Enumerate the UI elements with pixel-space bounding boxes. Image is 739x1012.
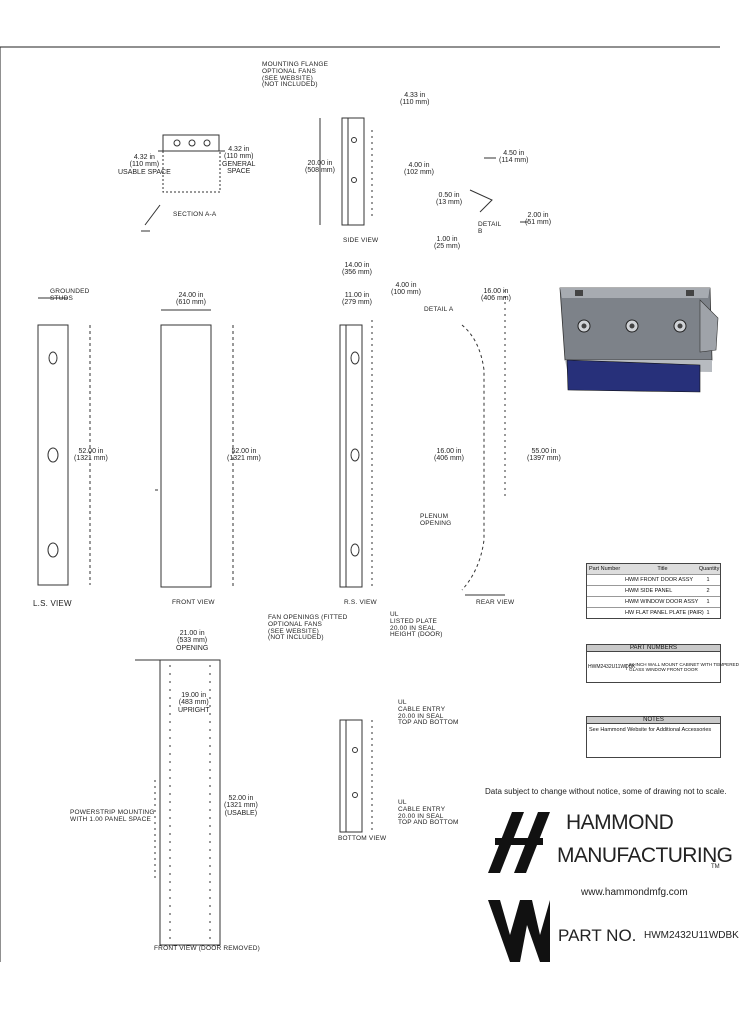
detail-a-label: DETAIL A — [424, 306, 454, 313]
powerstrip-mounting-label: POWERSTRIP MOUNTING WITH 1.00 PANEL SPAC… — [70, 809, 155, 823]
usable-height-dim: 52.00 in (1321 mm) (USABLE) — [224, 795, 258, 817]
technical-drawing-sheet — [0, 46, 720, 962]
dim-top-c: 4.00 in (102 mm) — [404, 162, 434, 177]
dim-top-e: 4.50 in (114 mm) — [499, 150, 529, 165]
rear-right-dim: 55.00 in (1397 mm) — [527, 448, 561, 463]
rear-top-dim: 16.00 in (406 mm) — [481, 288, 511, 303]
front-view-drawing — [155, 309, 234, 588]
front-view-door-removed-label: FRONT VIEW (DOOR REMOVED) — [154, 945, 260, 952]
front-width-dim: 24.00 in (610 mm) — [176, 292, 206, 307]
section-a-a-drawing — [141, 134, 225, 232]
dim-section-b: 4.32 in (110 mm) GENERAL SPACE — [222, 146, 256, 176]
parts-row-title: HW FLAT PANEL PLATE (PAIR) — [625, 610, 704, 616]
parts-row-quantity: 1 — [706, 610, 710, 616]
table-row: HWM FRONT DOOR ASSY 1 — [587, 575, 720, 586]
section-a-a-label: SECTION A-A — [173, 211, 217, 218]
side-view-drawing — [319, 117, 373, 226]
notes-table: NOTES See Hammond Website for Additional… — [586, 716, 721, 758]
table-row: HWM WINDOW DOOR ASSY 1 — [587, 597, 720, 608]
parts-row-title: HWM FRONT DOOR ASSY — [625, 577, 694, 583]
part-numbers-table: PART NUMBERS HWM2432U11WDBK 24 INCH WALL… — [586, 644, 739, 683]
parts-row-title: HWM WINDOW DOOR ASSY — [625, 599, 699, 605]
dim-top-d: 0.50 in (13 mm) — [436, 192, 463, 207]
fan-openings-label: FAN OPENINGS (FITTED OPTIONAL FANS (SEE … — [268, 614, 348, 642]
ls-view-label: L.S. VIEW — [33, 599, 72, 608]
parts-table: Part Number Title Quantity HWM FRONT DOO… — [586, 563, 721, 619]
table-row: HW FLAT PANEL PLATE (PAIR) 1 — [587, 608, 720, 618]
ls-view-drawing — [37, 297, 91, 586]
notes-text: See Hammond Website for Additional Acces… — [589, 727, 712, 733]
parts-header-quantity: Quantity — [698, 566, 720, 572]
rear-view-drawing — [461, 290, 506, 596]
dim-top-g: 1.00 in (25 mm) — [434, 236, 461, 251]
opening-width-dim: 21.00 in (533 mm) OPENING — [176, 630, 209, 652]
part-no-prefix: PART NO. — [558, 926, 637, 945]
parts-row-title: HWM SIDE PANEL — [625, 588, 673, 594]
mounting-flange-label: MOUNTING FLANGE OPTIONAL FANS (SEE WEBSI… — [262, 61, 329, 89]
disclaimer-text: Data subject to change without notice, s… — [485, 787, 727, 796]
dim-top-a: 4.33 in (110 mm) — [400, 92, 430, 107]
dim-section-a: 4.32 in (110 mm) USABLE SPACE — [118, 154, 171, 176]
part-no-value: HWM2432U11WDBK — [644, 930, 739, 941]
part-numbers-title: PART NUMBERS — [587, 645, 720, 652]
front-view-door-removed-drawing — [135, 659, 221, 946]
part-numbers-description: 24 INCH WALL MOUNT CABINET WITH TEMPERED… — [629, 661, 739, 673]
bottom-view-drawing — [339, 719, 373, 833]
parts-header-title: Title — [657, 566, 668, 572]
ul-plate-label: UL LISTED PLATE 20.00 IN SEAL HEIGHT (DO… — [390, 611, 443, 639]
brand-manufacturing: MANUFACTURING — [557, 844, 733, 867]
cabinet-render — [559, 287, 719, 393]
side-view-label: SIDE VIEW — [343, 237, 379, 244]
rs-top-dim-1: 14.00 in (356 mm) — [342, 262, 372, 277]
rear-mid-dim: 16.00 in (406 mm) — [434, 448, 464, 463]
front-view-label: FRONT VIEW — [172, 599, 215, 606]
bottom-view-note-a: UL CABLE ENTRY 20.00 IN SEAL TOP AND BOT… — [398, 699, 459, 727]
bottom-view-label: BOTTOM VIEW — [338, 835, 387, 842]
rs-top-dim-2: 4.00 in (100 mm) — [391, 282, 421, 297]
detail-b-label: DETAIL B — [478, 221, 502, 235]
grounded-studs-label: GROUNDED STUDS — [50, 288, 90, 302]
brand-trademark: TM — [711, 864, 720, 870]
parts-row-quantity: 2 — [706, 588, 710, 594]
dim-top-b: 20.00 in (508 mm) — [305, 160, 335, 175]
front-height-dim: 52.00 in (1321 mm) — [227, 448, 261, 463]
detail-b-drawing — [469, 157, 528, 223]
bottom-view-note-b: UL CABLE ENTRY 20.00 IN SEAL TOP AND BOT… — [398, 799, 459, 827]
parts-row-quantity: 1 — [706, 599, 710, 605]
brand-website: www.hammondmfg.com — [581, 887, 688, 898]
brand-hammond: HAMMOND — [566, 811, 674, 834]
table-row: HWM SIDE PANEL 2 — [587, 586, 720, 597]
notes-title: NOTES — [587, 717, 720, 724]
plenum-opening-label: PLENUM OPENING — [420, 513, 452, 527]
dim-top-f: 2.00 in (51 mm) — [525, 212, 552, 227]
rs-view-label: R.S. VIEW — [344, 599, 377, 606]
rs-top-dim-3: 11.00 in (279 mm) — [342, 292, 372, 307]
parts-row-quantity: 1 — [706, 577, 710, 583]
rs-view-drawing — [339, 320, 373, 590]
part-numbers-code: HWM2432U11WDBK — [588, 664, 636, 670]
ls-height-dim: 52.00 in (1321 mm) — [74, 448, 108, 463]
hammond-logo — [488, 812, 550, 962]
parts-table-header: Part Number Title Quantity — [587, 564, 720, 575]
rear-view-label: REAR VIEW — [476, 599, 515, 606]
parts-header-part-number: Part Number — [589, 566, 621, 572]
upright-width-dim: 19.00 in (483 mm) UPRIGHT — [178, 692, 210, 714]
